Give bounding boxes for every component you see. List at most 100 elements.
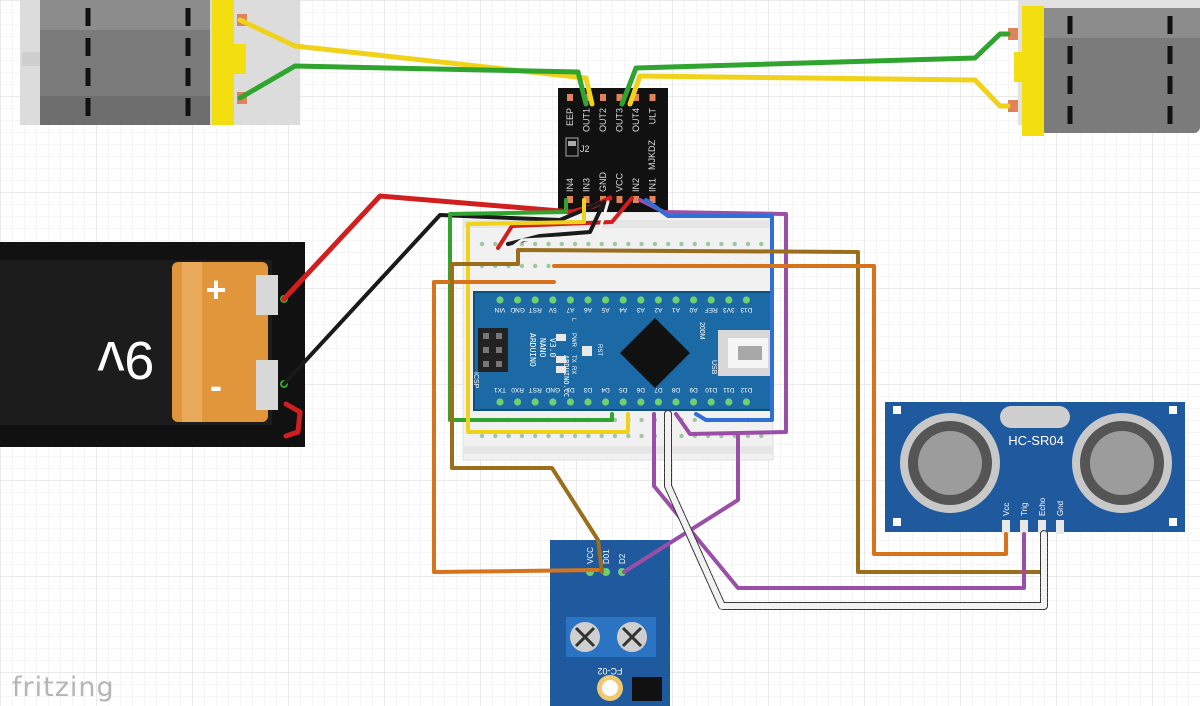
breadboard-hole <box>586 433 591 439</box>
nano-pin[interactable] <box>672 296 680 304</box>
breadboard-hole <box>479 433 485 439</box>
nano-pin-label-top: D13 <box>740 306 752 313</box>
motor-right <box>1008 0 1200 136</box>
driver-pad[interactable] <box>583 196 590 203</box>
driver-pin-label-top: ULT <box>648 108 658 125</box>
breadboard-hole <box>519 263 525 269</box>
wire-yellow-right-motor <box>627 73 1011 109</box>
nano-pin[interactable] <box>549 398 557 406</box>
nano-pin[interactable] <box>654 398 663 406</box>
nano-pin-label-top: A5 <box>601 306 609 313</box>
nano-pin[interactable] <box>531 296 539 304</box>
nano-pin-label-top: A1 <box>672 306 680 313</box>
nano-brand-line3: V3.0 <box>548 338 557 357</box>
nano-led-rx: RX <box>570 366 576 374</box>
nano-pin[interactable] <box>566 296 575 304</box>
battery-minus-sign: - <box>210 365 222 406</box>
nano-pin[interactable] <box>707 398 715 406</box>
driver-model-label: MJKDZ <box>647 140 657 170</box>
driver-jumper-label: J2 <box>580 144 590 154</box>
nano-pin[interactable] <box>619 296 627 304</box>
nano-pin-label-bottom: D2 <box>566 386 575 393</box>
nano-pin-label-top: A7 <box>566 306 574 313</box>
sonar-pin[interactable] <box>1056 520 1064 534</box>
sonar-pin[interactable] <box>1020 520 1028 534</box>
nano-pin-label-bottom: D6 <box>636 386 645 393</box>
breadboard-hole <box>506 433 511 439</box>
sonar-pin-label: Vcc <box>1002 503 1011 516</box>
nano-pin[interactable] <box>725 296 733 304</box>
breadboard-hole <box>745 433 751 439</box>
fc02-pin-label: VCC <box>586 547 595 564</box>
nano-mcu-chip <box>620 318 690 388</box>
driver-pad[interactable] <box>616 196 623 203</box>
wire-blue-in2 <box>644 198 774 422</box>
breadboard-hole <box>666 241 671 247</box>
nano-pin[interactable] <box>654 296 663 304</box>
nano-pin[interactable] <box>637 398 645 406</box>
driver-pad[interactable] <box>616 94 623 101</box>
nano-pin-label-top: GND <box>510 306 525 313</box>
nano-pin-label-bottom: D5 <box>619 386 628 393</box>
wire-purple-trig <box>652 412 1026 590</box>
nano-pin-label-bottom: D11 <box>723 386 735 393</box>
nano-pin-row-top <box>496 296 751 304</box>
nano-pin[interactable] <box>549 296 557 304</box>
nano-pin[interactable] <box>619 398 627 406</box>
nano-pin-label-top: REF <box>705 306 718 313</box>
driver-pad[interactable] <box>600 94 606 101</box>
nano-pin[interactable] <box>672 398 680 406</box>
breadboard-hole <box>519 433 525 439</box>
wire-brown-fc-gnd <box>450 248 1044 574</box>
driver-pad[interactable] <box>649 94 656 101</box>
sonar-pin[interactable] <box>1038 520 1046 534</box>
driver-pad[interactable] <box>649 196 656 203</box>
nano-led-tx: TX <box>570 355 576 363</box>
driver-pad[interactable] <box>567 196 573 203</box>
fritzing-logo: fritzing <box>12 672 115 703</box>
nano-pin-label-bottom: D8 <box>671 386 680 393</box>
nano-pin[interactable] <box>742 398 751 406</box>
nano-led-l: L <box>570 318 576 322</box>
nano-pin[interactable] <box>742 296 751 304</box>
driver-pad[interactable] <box>633 196 639 203</box>
nano-pin[interactable] <box>584 398 592 406</box>
breadboard-hole <box>533 433 538 439</box>
nano-icsp-label: ICSP <box>472 372 479 389</box>
battery-plus-sign: + <box>205 269 226 310</box>
motor-left <box>20 0 300 125</box>
breadboard-hole <box>479 241 485 247</box>
sonar-pin[interactable] <box>1002 520 1010 534</box>
nano-pin[interactable] <box>707 296 715 304</box>
nano-pin[interactable] <box>531 398 539 406</box>
nano-pin[interactable] <box>602 398 610 406</box>
nano-pin[interactable] <box>725 398 733 406</box>
breadboard-hole <box>679 241 684 247</box>
driver-pin-label-bottom: GND <box>598 172 608 193</box>
nano-pin[interactable] <box>566 398 575 406</box>
nano-pin[interactable] <box>584 296 592 304</box>
nano-pin[interactable] <box>514 296 522 304</box>
nano-pin[interactable] <box>496 398 504 406</box>
fc02-pin[interactable] <box>602 568 610 576</box>
breadboard-hole <box>533 241 538 247</box>
driver-pad[interactable] <box>567 94 573 101</box>
breadboard-hole <box>612 433 618 439</box>
wire-purple-fc-d0 <box>622 434 740 574</box>
nano-pin[interactable] <box>690 398 698 406</box>
nano-pin[interactable] <box>602 296 610 304</box>
breadboard-hole <box>612 241 618 247</box>
driver-pin-label-bottom: IN3 <box>582 178 592 192</box>
nano-pin[interactable] <box>496 296 504 304</box>
nano-usb-label: USB <box>710 360 717 375</box>
wire-green-right-motor <box>619 31 1011 107</box>
nano-pin[interactable] <box>514 398 522 406</box>
breadboard-hole <box>546 263 551 269</box>
nano-pin[interactable] <box>690 296 698 304</box>
driver-pad[interactable] <box>633 94 639 101</box>
nano-pin[interactable] <box>637 296 645 304</box>
